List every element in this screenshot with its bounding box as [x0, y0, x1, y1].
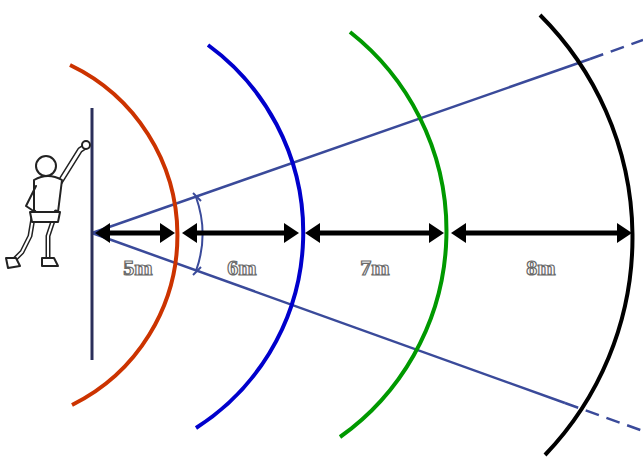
- dimension-arrow: [182, 223, 299, 243]
- throwing-line: [91, 108, 94, 360]
- angle-tick: [193, 267, 201, 275]
- dimension-label: 7m: [357, 256, 392, 280]
- dimension-arrows: [95, 223, 632, 243]
- arc-6m: [196, 45, 303, 428]
- arc-5m: [70, 65, 177, 405]
- angle-tick: [193, 193, 201, 201]
- dimension-label: 6m: [224, 256, 259, 280]
- dimension-label: 8m: [523, 256, 558, 280]
- lower-sector-line: [92, 233, 565, 403]
- dimension-arrow: [95, 223, 175, 243]
- distance-arcs: [70, 15, 632, 455]
- upper-sector-line: [92, 59, 590, 233]
- sector-lines: [92, 40, 643, 431]
- dimension-label: 5m: [120, 256, 155, 280]
- upper-sector-dash: [590, 40, 643, 59]
- thrower-figure: [6, 141, 90, 268]
- dimension-arrow: [305, 223, 444, 243]
- dimension-arrow: [451, 223, 632, 243]
